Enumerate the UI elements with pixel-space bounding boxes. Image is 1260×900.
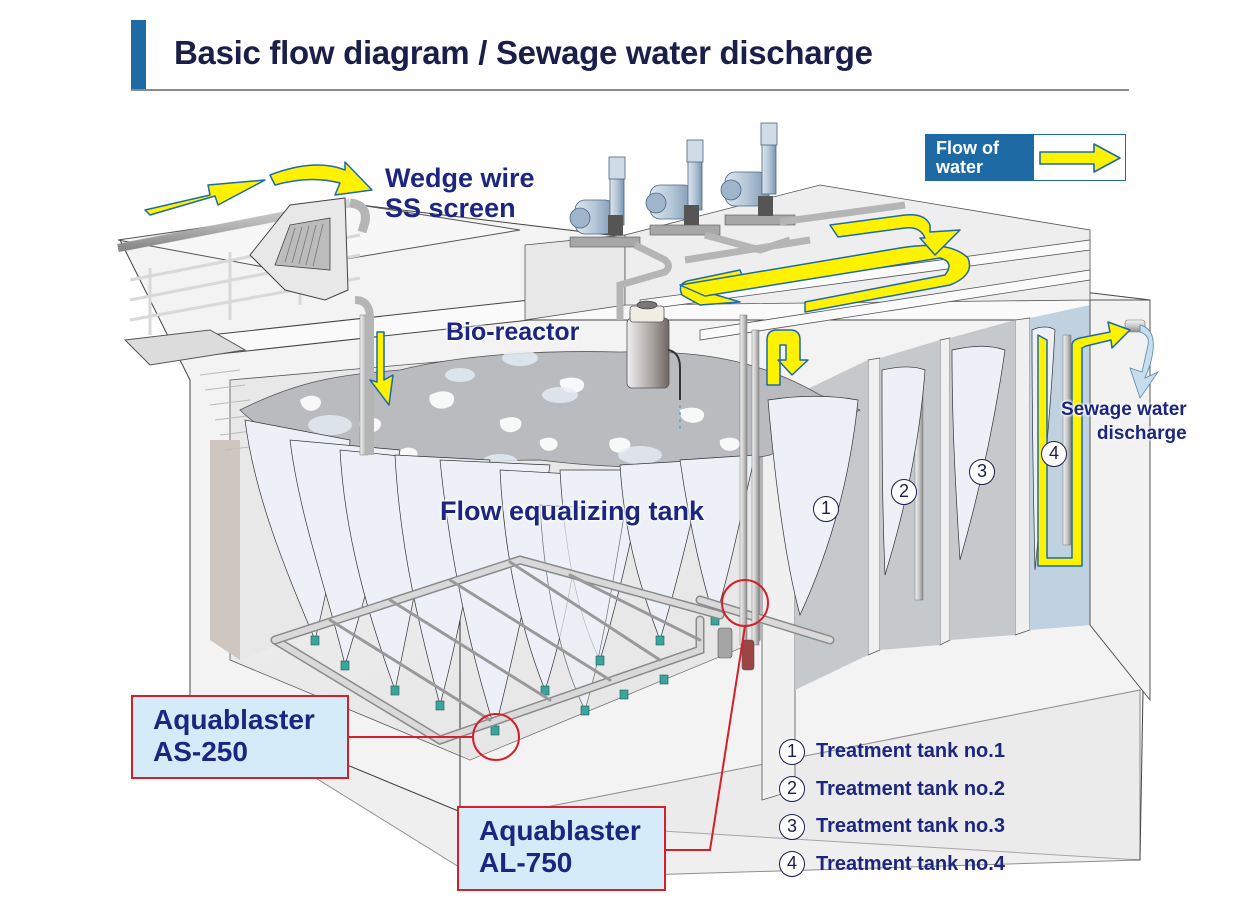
tank-legend-item: 1 Treatment tank no.1 — [779, 733, 1005, 771]
tank-legend-label: Treatment tank no.2 — [816, 777, 1005, 800]
flow-of-water-legend: Flow of water — [925, 134, 1126, 181]
blower-2 — [645, 139, 721, 236]
yellow-arrow-icon — [1039, 143, 1121, 173]
flow-arrow-inlet-2 — [269, 161, 373, 196]
flow-legend-label: Flow of water — [926, 135, 1034, 180]
bio-reactor-jar — [626, 300, 681, 430]
callout-connectors — [349, 579, 769, 851]
flow-arrows — [144, 161, 1131, 567]
tank-number-badge: 2 — [779, 776, 805, 803]
label-sewage-water-discharge: Sewage water discharge — [1061, 399, 1187, 444]
title-bar: Basic flow diagram / Sewage water discha… — [131, 20, 1129, 91]
label-bio-reactor: Bio-reactor — [446, 318, 580, 346]
discharge-outlet — [1124, 319, 1160, 399]
tank-legend-item: 2 Treatment tank no.2 — [779, 771, 1005, 809]
treatment-tank-legend: 1 Treatment tank no.1 2 Treatment tank n… — [779, 733, 1005, 883]
tank-number-badge: 4 — [779, 851, 805, 878]
flow-arrow-inlet-1 — [144, 179, 266, 216]
callout-aquablaster-al750: Aquablaster AL-750 — [457, 806, 666, 891]
wedge-wire-screen — [117, 197, 374, 455]
title-divider — [131, 89, 1129, 91]
flow-arrow-tank4-loop — [1037, 321, 1131, 567]
nozzle-manifold — [270, 555, 835, 745]
tank-legend-label: Treatment tank no.4 — [816, 852, 1005, 875]
nozzle-heads — [310, 615, 720, 736]
tank-number-badge: 3 — [779, 813, 805, 840]
tank-legend-label: Treatment tank no.1 — [816, 740, 1005, 763]
aeration-plumes — [244, 419, 756, 732]
tank-number-badge: 1 — [779, 738, 805, 765]
blower-1 — [569, 156, 641, 248]
tank-marker-4: 4 — [1041, 441, 1067, 467]
title-accent-bar — [131, 20, 146, 89]
sludge-surface — [239, 350, 861, 471]
label-wedge-wire-screen: Wedge wire SS screen — [385, 163, 535, 223]
label-flow-equalizing-tank: Flow equalizing tank — [440, 496, 705, 526]
tank-marker-1: 1 — [813, 496, 839, 522]
blowers — [569, 122, 906, 320]
page-title: Basic flow diagram / Sewage water discha… — [174, 34, 873, 71]
tank-legend-item: 3 Treatment tank no.3 — [779, 808, 1005, 846]
flow-arrow-screen-down — [369, 331, 394, 406]
tank-legend-item: 4 Treatment tank no.4 — [779, 846, 1005, 884]
flow-arrow-tank1-down — [766, 329, 809, 386]
tank-marker-3: 3 — [969, 459, 995, 485]
callout-aquablaster-as250: Aquablaster AS-250 — [131, 695, 349, 779]
standpipes — [359, 314, 1072, 671]
tank-legend-label: Treatment tank no.3 — [816, 815, 1005, 838]
tank-marker-2: 2 — [891, 479, 917, 505]
